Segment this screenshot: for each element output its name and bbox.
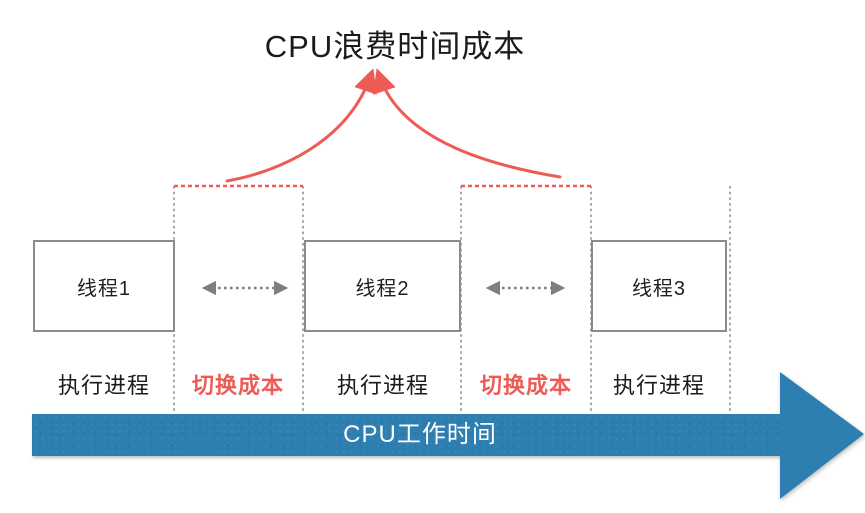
thread-label-2: 线程2 <box>355 277 410 300</box>
segment-label-switch-2: 切换成本 <box>479 373 572 398</box>
thread-box-2: 线程2 <box>304 240 461 332</box>
segment-label-execute-3: 执行进程 <box>612 373 705 398</box>
segment-label-execute-2: 执行进程 <box>336 373 429 398</box>
thread-label-3: 线程3 <box>631 277 687 300</box>
cpu-timeline-arrow-shaft <box>32 414 780 456</box>
segment-label-switch-1: 切换成本 <box>191 373 284 398</box>
thread-label-1: 线程1 <box>76 277 132 300</box>
cpu-timeline-label: CPU工作时间 <box>343 421 497 448</box>
thread-box-1: 线程1 <box>33 240 175 332</box>
cost-curve-right-arrow <box>372 68 562 179</box>
cpu-timeline-arrow-head <box>780 372 864 499</box>
cost-curve-left-arrow <box>225 68 377 183</box>
segment-label-execute-1: 执行进程 <box>57 373 150 398</box>
diagram-title: CPU浪费时间成本 <box>264 29 526 64</box>
thread-box-3: 线程3 <box>591 240 727 332</box>
